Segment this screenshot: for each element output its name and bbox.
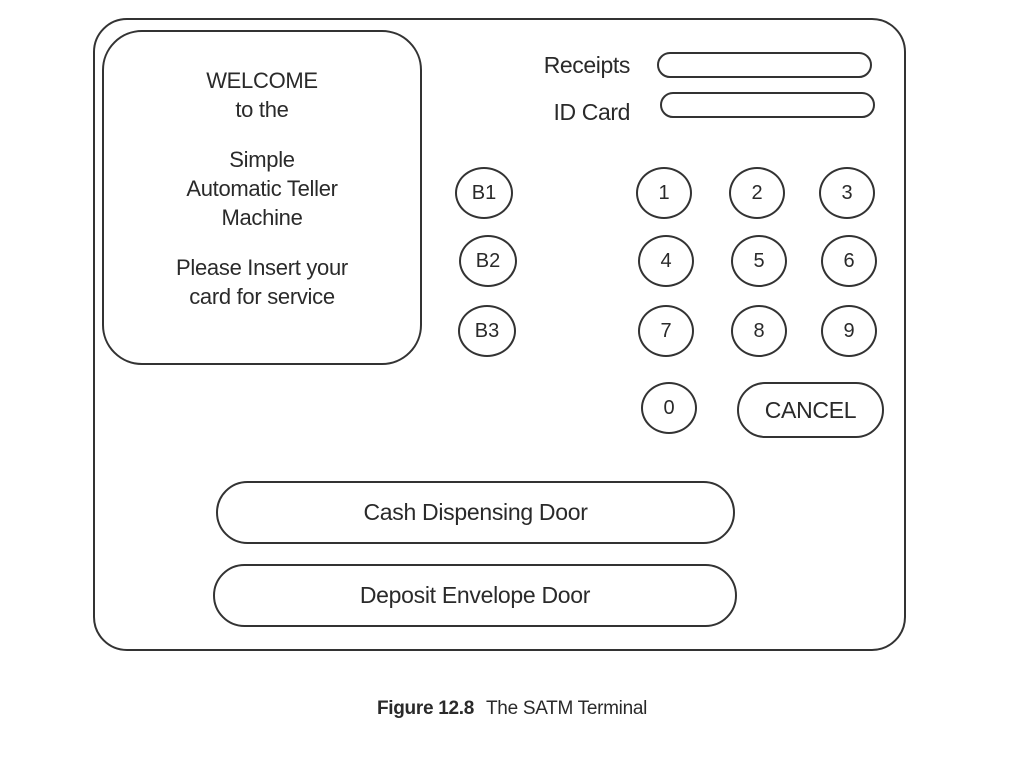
screen-line-please-insert: Please Insert your [176, 255, 348, 280]
id-card-label: ID Card [553, 99, 631, 125]
cash-dispensing-door[interactable]: Cash Dispensing Door [216, 481, 735, 544]
display-screen: WELCOME to the Simple Automatic Teller M… [102, 30, 422, 365]
cancel-button[interactable]: CANCEL [737, 382, 884, 438]
function-button-b2[interactable]: B2 [459, 235, 517, 287]
keypad-key-6[interactable]: 6 [821, 235, 877, 287]
id-card-slot[interactable] [660, 92, 875, 118]
keypad-key-5[interactable]: 5 [731, 235, 787, 287]
keypad-key-3[interactable]: 3 [819, 167, 875, 219]
screen-gap [104, 124, 420, 145]
screen-line-simple: Simple [229, 147, 295, 172]
screen-line-welcome: WELCOME [206, 68, 318, 93]
figure-title: The SATM Terminal [486, 698, 648, 719]
deposit-envelope-door[interactable]: Deposit Envelope Door [213, 564, 737, 627]
figure-caption: Figure 12.8 The SATM Terminal [0, 698, 1024, 720]
keypad-key-2[interactable]: 2 [729, 167, 785, 219]
keypad-key-4[interactable]: 4 [638, 235, 694, 287]
keypad-key-8[interactable]: 8 [731, 305, 787, 357]
keypad-key-7[interactable]: 7 [638, 305, 694, 357]
screen-gap [104, 232, 420, 253]
receipts-slot[interactable] [657, 52, 872, 78]
figure-number: Figure 12.8 [376, 698, 474, 719]
keypad-key-1[interactable]: 1 [636, 167, 692, 219]
function-button-b1[interactable]: B1 [455, 167, 513, 219]
function-button-b3[interactable]: B3 [458, 305, 516, 357]
keypad-key-9[interactable]: 9 [821, 305, 877, 357]
satm-terminal [93, 18, 906, 651]
screen-line-machine: Machine [221, 205, 303, 230]
receipts-label: Receipts [543, 52, 631, 78]
screen-line-to-the: to the [235, 97, 289, 122]
screen-text: WELCOME to the Simple Automatic Teller M… [104, 66, 420, 311]
screen-line-automatic-teller: Automatic Teller [186, 176, 338, 201]
screen-line-card-for-service: card for service [189, 284, 335, 309]
keypad-key-0[interactable]: 0 [641, 382, 697, 434]
